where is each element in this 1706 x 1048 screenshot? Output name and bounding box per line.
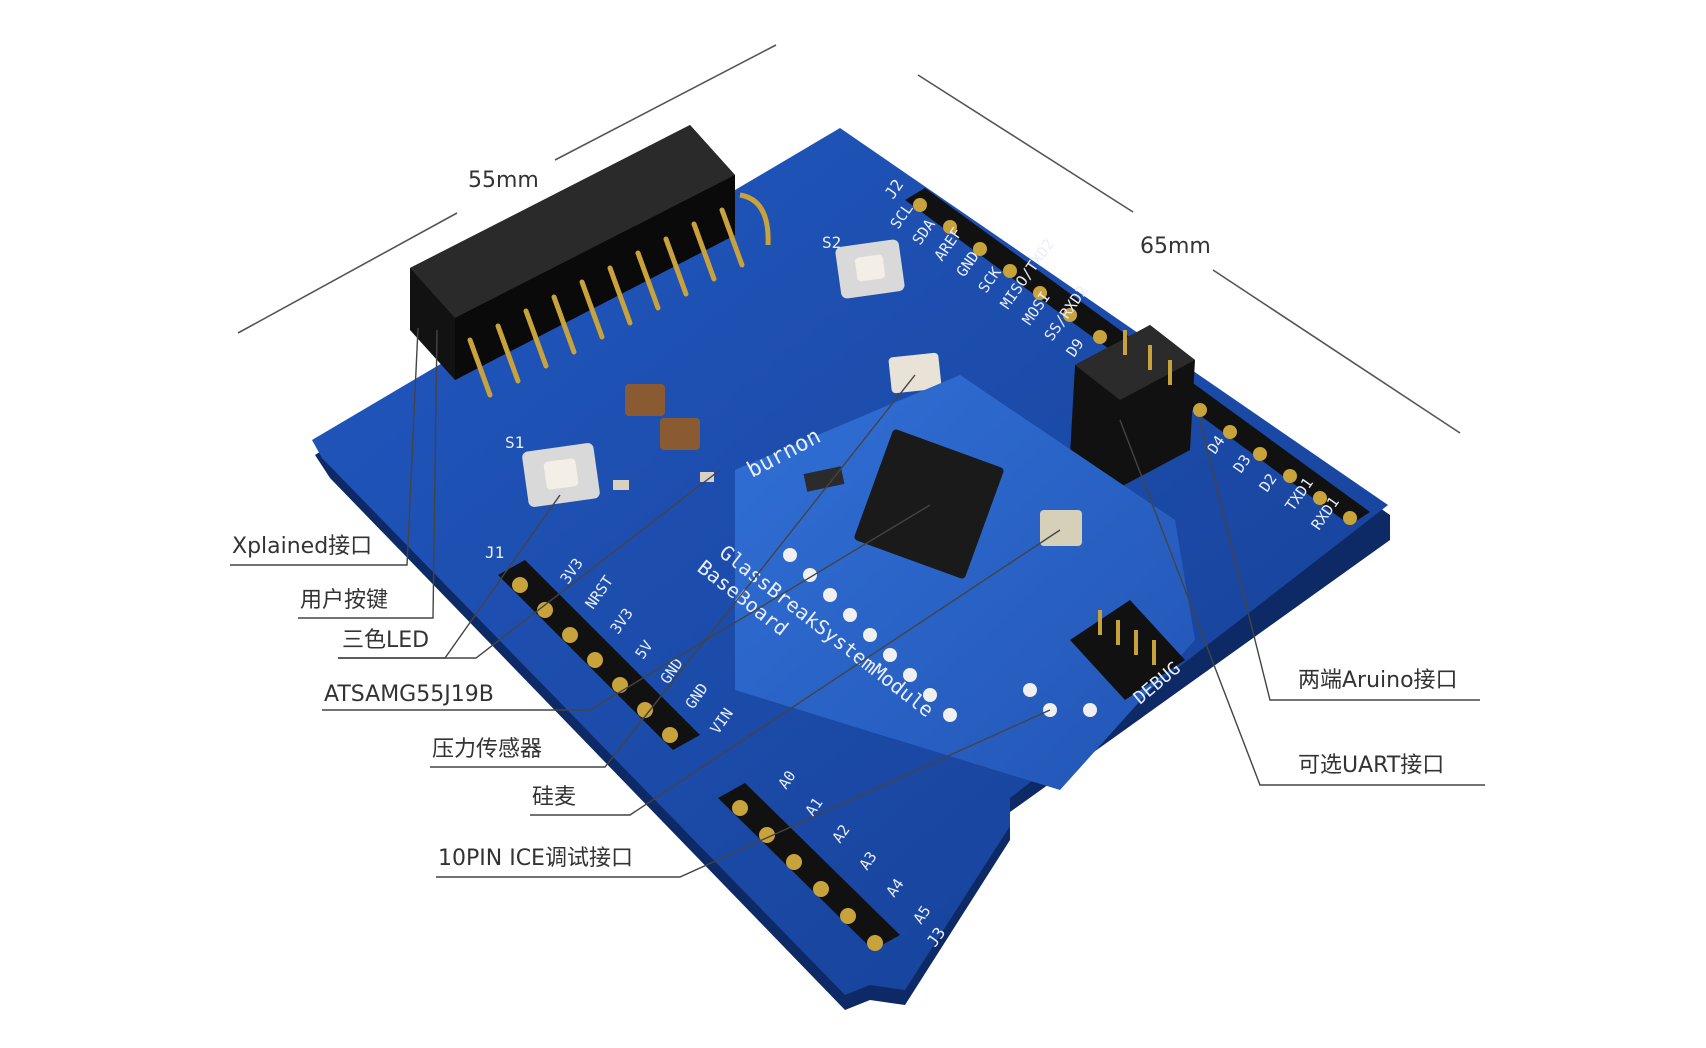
silk-j1-label: J1 xyxy=(485,543,504,562)
button-s1 xyxy=(522,443,600,507)
leader-arduino-link xyxy=(1199,419,1295,701)
debug-header xyxy=(1070,600,1185,700)
leader-pressure xyxy=(430,374,916,768)
callout-mcu: ATSAMG55J19B xyxy=(324,682,494,707)
leader-rgb-led xyxy=(338,469,721,659)
length-dimension-label: 65mm xyxy=(1140,234,1211,259)
leader-ice xyxy=(436,709,1051,878)
xplained-header xyxy=(410,125,771,398)
callout-xplained-interface: Xplained接口 xyxy=(232,534,373,559)
glass-break-module xyxy=(735,375,1195,790)
callout-uart-interface: 可选UART接口 xyxy=(1298,753,1445,778)
uart-jumper xyxy=(1070,325,1195,490)
button-s2 xyxy=(835,239,905,299)
callout-user-button: 用户按键 xyxy=(300,588,389,613)
silk-s2-label: S2 xyxy=(822,233,841,252)
callout-microphone: 硅麦 xyxy=(532,785,577,810)
width-dimension-label: 55mm xyxy=(468,168,539,193)
leader-uart-link xyxy=(1119,419,1295,786)
leader-mcu xyxy=(322,504,931,711)
leader-microphone xyxy=(530,529,1061,816)
pressure-sensor xyxy=(888,352,942,394)
dimension-lines xyxy=(237,44,1461,434)
callout-arduino-interface: 两端Aruino接口 xyxy=(1298,668,1458,693)
j1-header xyxy=(498,560,700,750)
callout-pressure-sensor: 压力传感器 xyxy=(432,737,543,762)
silk-s1-label: S1 xyxy=(505,433,524,452)
callout-rgb-led: 三色LED xyxy=(342,628,430,653)
leader-xplained xyxy=(230,327,419,566)
callout-ice-debug: 10PIN ICE调试接口 xyxy=(438,846,633,871)
capacitors xyxy=(613,384,714,490)
leader-user-button xyxy=(298,329,438,619)
leader-lines xyxy=(230,327,1485,878)
